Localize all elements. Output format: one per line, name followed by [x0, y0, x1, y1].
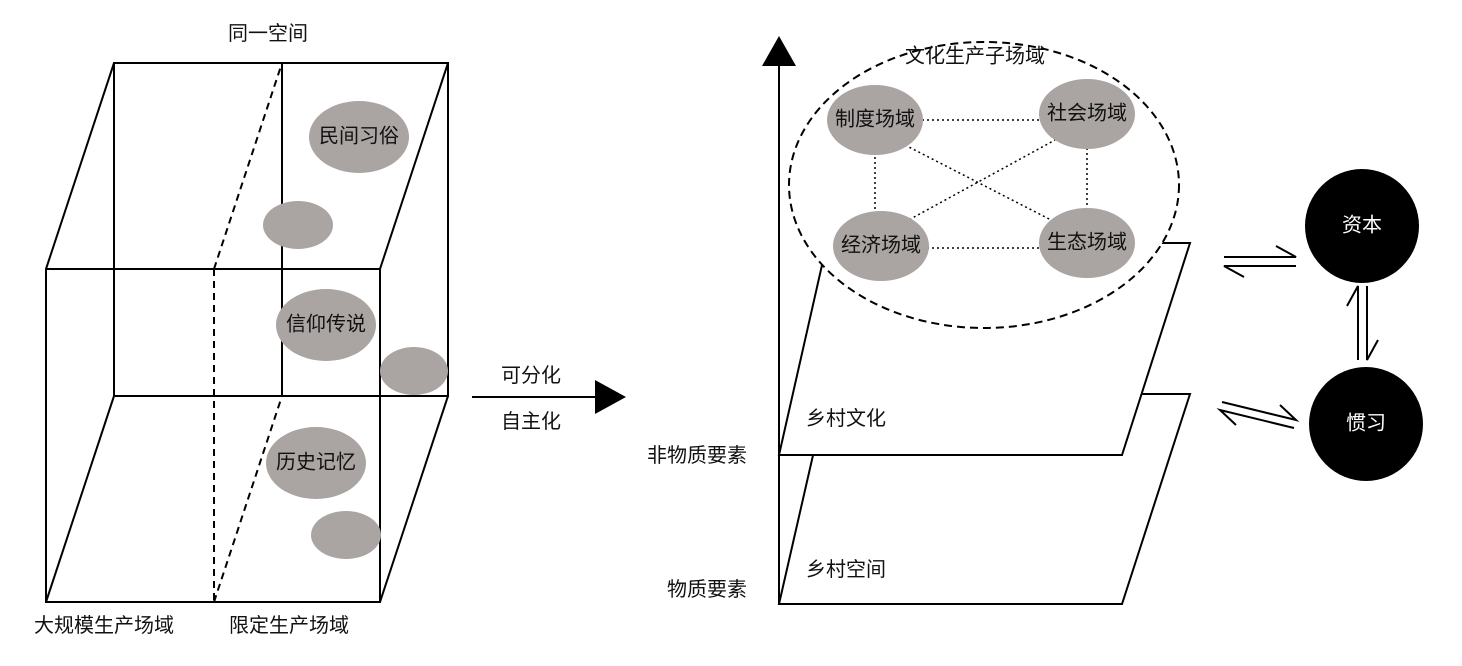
- upper-plane-label: 乡村文化: [806, 406, 886, 430]
- cube-edge-top-left: [45, 62, 115, 270]
- cube-edge-top-right: [379, 62, 449, 270]
- link-institution-ecology: [904, 144, 1056, 223]
- transition-arrow-head: [595, 380, 626, 414]
- ellipse-blank-1: [263, 201, 333, 249]
- node-society-label: 社会场域: [1047, 101, 1127, 125]
- divider-top-edge: [213, 62, 283, 270]
- link-economy-society: [904, 139, 1056, 223]
- ellipse-blank-3: [311, 511, 381, 559]
- capital-habitus: 资本 惯习: [1216, 169, 1423, 481]
- equilibrium-arrow-habitus-back: [1216, 408, 1295, 429]
- right-model: 文化生产子场域 制度场域 社会场域 经济场域 生态场域 乡村文化 乡村空间 非物…: [647, 36, 1192, 605]
- node-ecology-label: 生态场域: [1047, 230, 1127, 254]
- node-institution-label: 制度场域: [835, 107, 915, 131]
- subfield-title: 文化生产子场域: [905, 44, 1045, 68]
- cube-top-label: 同一空间: [228, 21, 308, 45]
- vertical-axis-arrowhead: [762, 36, 796, 66]
- equilibrium-arrow-down: [1366, 286, 1379, 361]
- circle-habitus: [1309, 367, 1423, 481]
- circle-capital: [1305, 169, 1419, 283]
- capital-label: 资本: [1342, 213, 1382, 237]
- node-economy: [833, 211, 929, 281]
- equilibrium-arrow-habitus-forward: [1221, 401, 1300, 422]
- ellipse-folk-customs: [309, 101, 409, 173]
- ellipse-beliefs-legends: [276, 289, 376, 361]
- transition-bottom-label: 自主化: [501, 409, 561, 433]
- cube-edge-bottom-right: [379, 395, 449, 603]
- plane-rural-space: [777, 393, 1192, 605]
- left-cube: 同一空间 民间习俗 信仰传说 历史记忆 大规模生产场域 限定生产场域: [34, 21, 449, 637]
- node-society: [1039, 79, 1135, 149]
- ellipse-blank-2: [380, 347, 448, 395]
- label-folk-customs: 民间习俗: [319, 124, 399, 148]
- lower-plane-label: 乡村空间: [806, 557, 886, 581]
- axis-label-material: 物质要素: [667, 577, 747, 601]
- equilibrium-arrow-up: [1346, 285, 1359, 360]
- divider-bottom-edge: [213, 395, 283, 603]
- axis-label-immaterial: 非物质要素: [647, 443, 747, 467]
- transition-arrow: 可分化 自主化: [472, 363, 626, 433]
- node-economy-label: 经济场域: [841, 233, 921, 257]
- equilibrium-arrow-capital-back: [1223, 265, 1296, 278]
- cube-bottom-right-label: 限定生产场域: [229, 613, 349, 637]
- ellipse-historical-memory: [266, 427, 366, 499]
- habitus-label: 惯习: [1346, 411, 1386, 435]
- node-ecology: [1039, 208, 1135, 278]
- subfield-ellipse: [788, 41, 1180, 329]
- node-institution: [827, 85, 923, 155]
- label-historical-memory: 历史记忆: [276, 450, 356, 474]
- cube-edge-bottom-left: [45, 395, 115, 603]
- label-beliefs-legends: 信仰传说: [286, 312, 366, 336]
- transition-top-label: 可分化: [501, 363, 561, 387]
- equilibrium-arrow-capital-forward: [1224, 245, 1297, 258]
- cube-bottom-left-label: 大规模生产场域: [34, 613, 174, 637]
